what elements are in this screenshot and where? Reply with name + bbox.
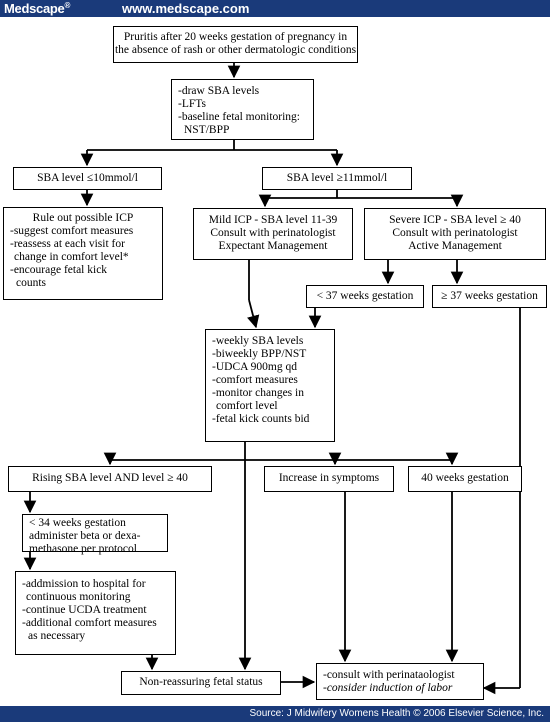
weekly-line-4: -comfort measures [212, 374, 298, 386]
rule-out-title: Rule out possible ICP [32, 212, 134, 224]
under-34-line-3: methasone per protocol [29, 543, 137, 555]
admission-line-4: -additional comfort measures [22, 617, 157, 629]
under-34-line-1: < 34 weeks gestation [29, 517, 126, 529]
admission-box: -addmission to hospital for continuous m… [15, 571, 176, 655]
footer-bar: Source: J Midwifery Womens Health © 2006… [0, 706, 550, 722]
source-citation: Source: J Midwifery Womens Health © 2006… [249, 708, 544, 719]
initial-tests-line-3: -baseline fetal monitoring: [178, 111, 300, 123]
under-37-box: < 37 weeks gestation [306, 285, 424, 308]
header-bar: Medscape® www.medscape.com [0, 0, 550, 17]
rule-out-line-2: -suggest comfort measures [10, 225, 134, 237]
mild-icp-line-3: Expectant Management [218, 240, 328, 252]
non-reassuring-label: Non-reassuring fetal status [139, 676, 263, 688]
consult-final-line-2: -consider induction of labor [323, 682, 453, 694]
initial-tests-line-4: NST/BPP [184, 124, 230, 136]
under-34-box: < 34 weeks gestation administer beta or … [22, 514, 168, 555]
admission-line-2: continuous monitoring [26, 591, 131, 603]
weekly-line-3: -UDCA 900mg qd [212, 361, 297, 373]
rule-out-line-6: counts [16, 277, 47, 289]
sba-low-label: SBA level ≤10mmol/l [37, 172, 138, 184]
rule-out-line-5: -encourage fetal kick [10, 264, 108, 276]
admission-line-3: -continue UCDA treatment [22, 604, 147, 616]
weekly-line-2: -biweekly BPP/NST [212, 348, 307, 360]
arrow-mild-to-weekly [247, 299, 260, 329]
sba-high-label: SBA level ≥11mmol/l [286, 172, 388, 184]
initial-tests-box: -draw SBA levels -LFTs -baseline fetal m… [171, 79, 314, 140]
under-37-label: < 37 weeks gestation [316, 290, 414, 302]
weekly-monitoring-box: -weekly SBA levels -biweekly BPP/NST -UD… [205, 329, 335, 442]
start-line-1: Pruritis after 20 weeks gestation of pre… [123, 31, 348, 43]
weekly-line-6: comfort level [216, 400, 278, 412]
non-reassuring-box: Non-reassuring fetal status [121, 671, 281, 695]
flowchart-connectors [23, 63, 521, 695]
over-37-box: ≥ 37 weeks gestation [432, 285, 547, 308]
rising-sba-label: Rising SBA level AND level ≥ 40 [32, 472, 188, 484]
weekly-line-7: -fetal kick counts bid [212, 413, 310, 425]
rule-out-line-3: -reassess at each visit for [10, 238, 125, 250]
rule-out-line-4: change in comfort level* [14, 251, 129, 263]
over-37-label: ≥ 37 weeks gestation [441, 290, 538, 302]
severe-icp-line-3: Active Management [408, 240, 502, 252]
increase-symptoms-label: Increase in symptoms [278, 472, 380, 484]
mild-icp-line-1: Mild ICP - SBA level 11-39 [208, 214, 338, 226]
mild-icp-line-2: Consult with perinatologist [210, 227, 336, 239]
flowchart: Pruritis after 20 weeks gestation of pre… [0, 17, 550, 706]
rising-sba-box: Rising SBA level AND level ≥ 40 [8, 466, 212, 492]
start-line-2: the absence of rash or other dermatologi… [114, 44, 357, 56]
severe-icp-box: Severe ICP - SBA level ≥ 40 Consult with… [364, 208, 546, 260]
admission-line-1: -addmission to hospital for [22, 578, 146, 590]
increase-symptoms-box: Increase in symptoms [264, 466, 394, 492]
sba-high-box: SBA level ≥11mmol/l [262, 167, 412, 190]
initial-tests-line-1: -draw SBA levels [178, 85, 260, 97]
start-box: Pruritis after 20 weeks gestation of pre… [113, 26, 358, 63]
severe-icp-line-2: Consult with perinatologist [392, 227, 518, 239]
severe-icp-line-1: Severe ICP - SBA level ≥ 40 [389, 214, 521, 226]
medscape-logo[interactable]: Medscape® [4, 1, 71, 16]
initial-tests-line-2: -LFTs [178, 98, 206, 110]
rule-out-box: Rule out possible ICP -suggest comfort m… [3, 207, 163, 300]
site-url-link[interactable]: www.medscape.com [122, 1, 250, 16]
weekly-line-1: -weekly SBA levels [212, 335, 304, 347]
forty-weeks-box: 40 weeks gestation [408, 466, 522, 492]
consult-final-line-1: -consult with perinataologist [323, 669, 455, 681]
weekly-line-5: -monitor changes in [212, 387, 304, 399]
forty-weeks-label: 40 weeks gestation [421, 472, 509, 484]
consult-final-box: -consult with perinataologist -consider … [316, 663, 484, 700]
admission-line-5: as necessary [28, 630, 86, 642]
sba-low-box: SBA level ≤10mmol/l [13, 167, 162, 190]
mild-icp-box: Mild ICP - SBA level 11-39 Consult with … [193, 208, 353, 260]
under-34-line-2: administer beta or dexa- [29, 530, 141, 542]
